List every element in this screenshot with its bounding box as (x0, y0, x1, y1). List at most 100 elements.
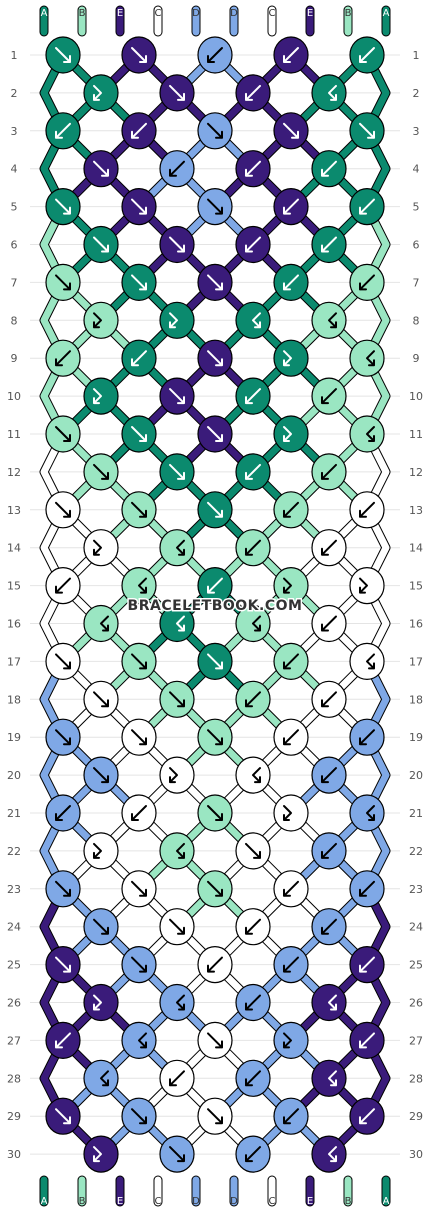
knot (45, 188, 81, 226)
row-number-right: 27 (409, 1034, 423, 1047)
knot-arrow-icon (138, 1032, 147, 1049)
knot (159, 756, 195, 794)
row-number-right: 3 (413, 125, 420, 138)
knot-arrow-icon (93, 312, 102, 329)
knot (273, 794, 309, 832)
knot-arrow-icon (245, 691, 261, 708)
knot (197, 945, 233, 984)
knot (197, 1097, 233, 1135)
row-number-left: 10 (7, 390, 21, 403)
knot (273, 112, 309, 150)
knot (45, 112, 81, 150)
knot-arrow-icon (366, 805, 375, 821)
knot-arrow-icon (131, 47, 147, 63)
knot (235, 604, 271, 643)
knot-arrow-icon (359, 956, 375, 973)
knot (45, 339, 81, 377)
knot-arrow-icon (131, 350, 147, 367)
row-number-right: 17 (409, 655, 423, 668)
row-number-left: 8 (11, 314, 18, 327)
strand-letter: C (155, 1196, 162, 1207)
knot-arrow-icon (55, 350, 71, 367)
knot (311, 1059, 347, 1097)
knot-arrow-icon (169, 1146, 185, 1163)
row-number-right: 9 (413, 352, 420, 365)
knot-arrow-icon (359, 1108, 375, 1125)
strand-letter: D (230, 1196, 238, 1207)
knot (235, 908, 271, 946)
knot-arrow-icon (245, 463, 261, 480)
knot (349, 642, 385, 681)
knot-arrow-icon (55, 198, 71, 215)
row-number-left: 20 (7, 769, 21, 782)
knot-arrow-icon (169, 918, 185, 935)
row-number-left: 24 (7, 921, 21, 934)
knot (349, 1021, 385, 1060)
knot (273, 1097, 309, 1135)
strand-letter: D (192, 8, 200, 19)
row-number-left: 22 (7, 845, 21, 858)
knot-arrow-icon (283, 577, 292, 594)
knot (273, 945, 309, 984)
strand-letter: E (307, 8, 313, 19)
knot-arrow-icon (93, 994, 102, 1011)
knot-arrow-icon (207, 350, 223, 367)
knot-arrow-icon (359, 880, 375, 897)
knot-arrow-icon (366, 426, 375, 442)
row-number-left: 16 (7, 618, 21, 631)
knot-arrow-icon (245, 1070, 261, 1087)
knot-arrow-icon (328, 994, 337, 1011)
row-number-left: 28 (7, 1072, 21, 1085)
knot (311, 150, 347, 188)
knot-arrow-icon (321, 918, 337, 935)
knot (83, 1135, 119, 1173)
knot-arrow-icon (207, 1108, 223, 1125)
knot (45, 36, 81, 74)
knot-arrow-icon (93, 539, 102, 556)
knot (235, 529, 271, 567)
knot-arrow-icon (138, 577, 147, 594)
knot-arrow-icon (252, 767, 261, 784)
knot (159, 908, 195, 946)
knot (197, 188, 233, 226)
knot (45, 263, 81, 301)
row-number-right: 14 (409, 542, 423, 555)
knot-arrow-icon (55, 274, 71, 291)
knot-arrow-icon (169, 691, 185, 708)
knot-arrow-icon (176, 994, 185, 1011)
row-number-right: 1 (413, 49, 420, 62)
knot (311, 604, 347, 643)
knot (83, 301, 119, 339)
knot-arrow-icon (100, 1070, 109, 1087)
row-number-right: 24 (409, 921, 423, 934)
knot-arrow-icon (93, 1146, 102, 1163)
knot-arrow-icon (359, 198, 375, 215)
knot-arrow-icon (245, 388, 261, 405)
strand-letter: B (345, 8, 352, 19)
knot (273, 566, 309, 605)
knot-arrow-icon (252, 615, 261, 632)
knot (349, 36, 385, 74)
row-number-left: 25 (7, 959, 21, 972)
knot (235, 74, 271, 112)
knot-arrow-icon (283, 350, 292, 367)
knot-arrow-icon (131, 729, 147, 746)
knot (83, 756, 119, 794)
row-number-left: 12 (7, 466, 21, 479)
knot (159, 150, 195, 188)
strand-letter: E (117, 1196, 123, 1207)
knot-arrow-icon (283, 1108, 299, 1125)
knot (349, 339, 385, 377)
knot (197, 870, 233, 908)
knot (197, 718, 233, 756)
knot-arrow-icon (359, 1032, 375, 1049)
strand-letter: A (41, 1196, 48, 1207)
row-number-right: 26 (409, 997, 423, 1010)
knot-arrow-icon (283, 501, 299, 518)
knot-arrow-icon (207, 653, 223, 670)
knot-arrow-icon (131, 274, 147, 291)
knot (311, 983, 347, 1022)
knot (159, 1059, 195, 1097)
